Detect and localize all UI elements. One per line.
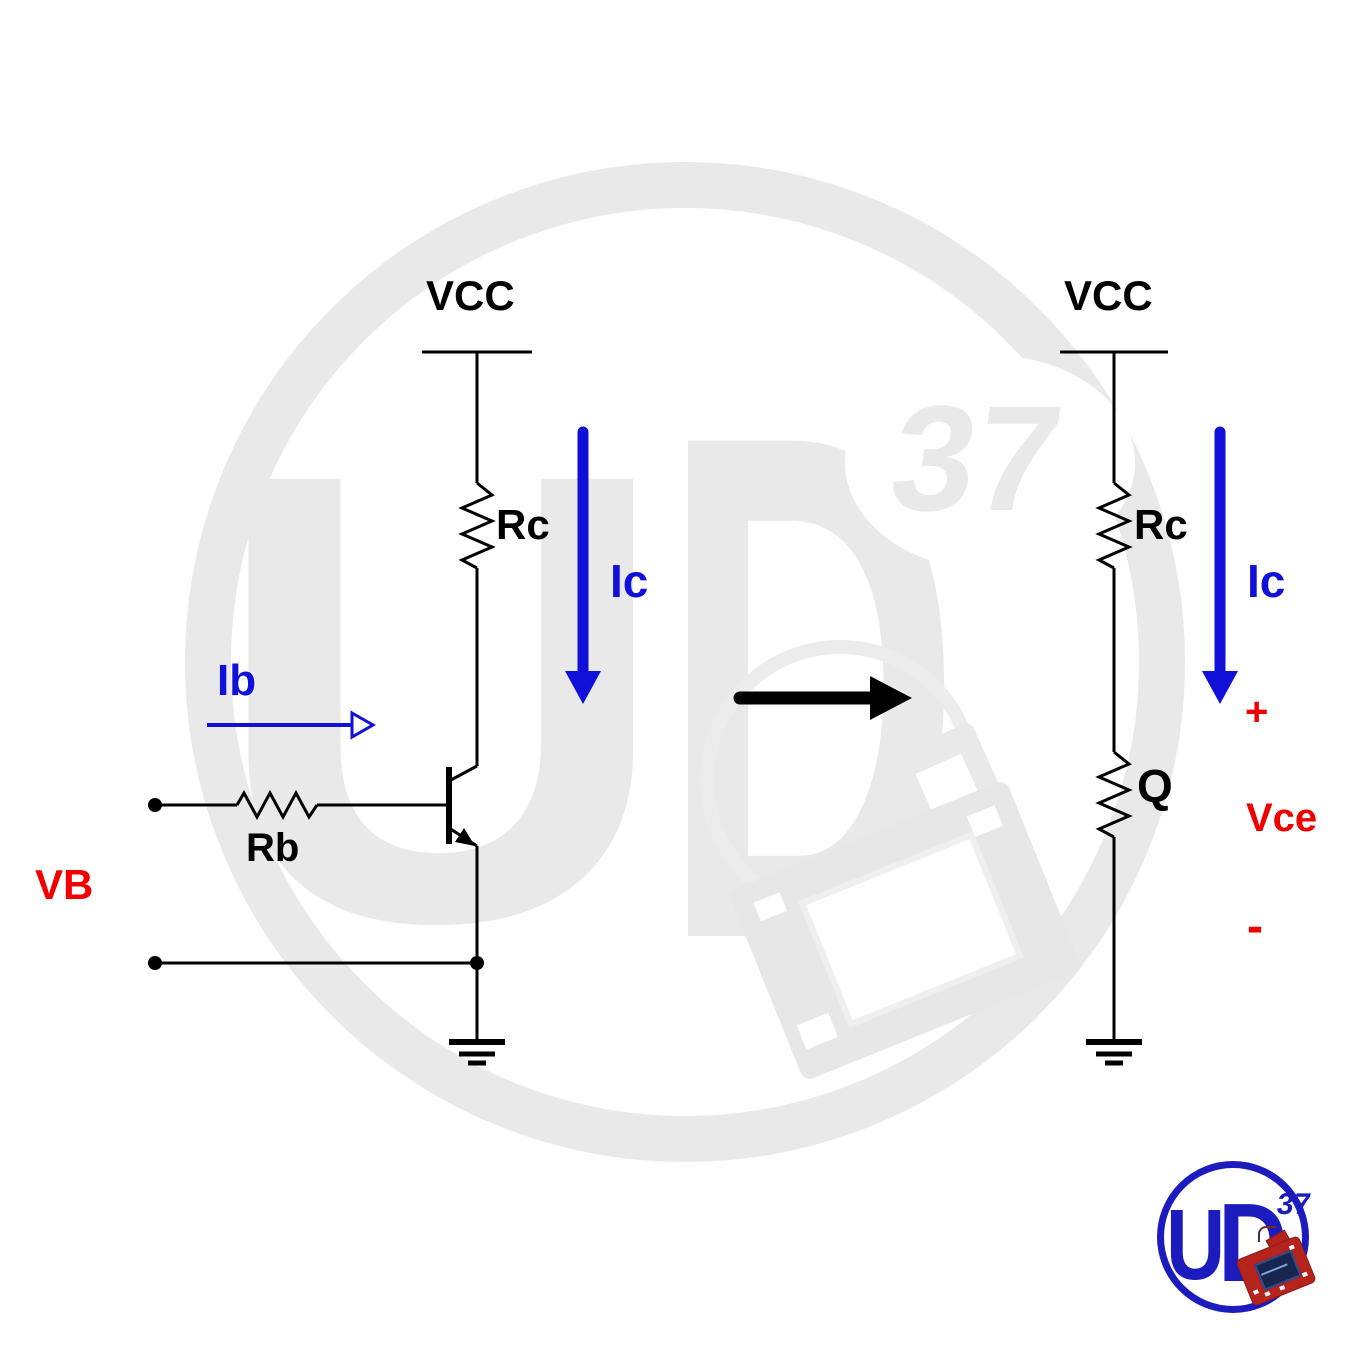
vce-minus-sign: - [1247,900,1263,953]
vce-label: Vce [1246,796,1318,840]
brand-logo-letter-u: U [1166,1189,1226,1301]
watermark-letter-u: U [210,340,673,1055]
collector-lead [448,764,478,783]
junction-dot [470,956,484,970]
ic-arrow-right [1202,426,1238,704]
rc-label-left: Rc [496,501,550,548]
terminal-dot [148,956,162,970]
watermark-notch [845,355,1135,570]
brand-logo-number: 37 [1274,1188,1313,1221]
logo-pcb-pad [1279,1285,1286,1291]
ib-label: Ib [217,656,257,705]
ic-label-right: Ic [1247,555,1286,607]
resistor-rb [235,789,319,821]
logo-pcb-pad [1288,1244,1295,1251]
right-circuit [1060,350,1168,1066]
resistor-q [1095,750,1133,839]
logo-pcb-pad [1301,1271,1308,1278]
rb-label: Rb [246,826,300,870]
logo-pcb-pad [1252,1289,1259,1295]
vce-plus-sign: + [1245,690,1269,734]
ground-icon [1086,1039,1142,1066]
resistor-rc-right [1095,481,1133,570]
terminal-dot [148,798,162,812]
emitter-arrow-icon [455,828,475,846]
ic-arrow-left [565,426,601,704]
logo-pcb-wire [1258,1226,1276,1242]
ib-arrow [207,710,377,740]
vcc-label-left: VCC [426,272,515,319]
q-label: Q [1137,760,1173,812]
logo-pcb-screen [1254,1249,1302,1291]
vb-label: VB [35,861,94,908]
resistor-rc-left [458,481,496,570]
npn-transistor [446,764,478,848]
left-circuit [148,350,532,1066]
logo-pcb-pad [1264,1291,1271,1297]
rc-label-right: Rc [1134,501,1188,548]
transform-arrow [733,676,912,720]
vcc-label-right: VCC [1064,272,1153,319]
ic-label-left: Ic [610,555,649,607]
ground-icon [449,1039,505,1066]
